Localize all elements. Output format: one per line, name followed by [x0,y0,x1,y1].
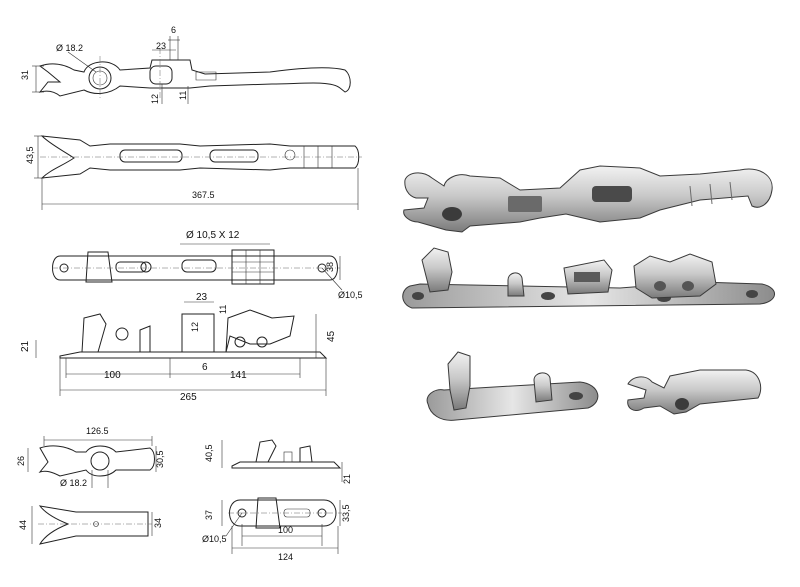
dim-base-hole: Ø10,5 [338,290,363,300]
dim-hook-31: 31 [20,70,30,80]
drawing-base-top: Ø 10,5 X 12 38 Ø10,5 [52,230,363,300]
dim-small-base-top-hole: Ø10,5 [202,534,227,544]
dim-small-base-top-100: 100 [278,525,293,535]
dim-base-side-6: 6 [202,362,208,373]
dim-small-base-top-37: 37 [204,510,214,520]
dim-small-hook-26: 26 [16,456,26,466]
dim-small-base-top-124: 124 [278,552,293,562]
dim-small-base-side-21: 21 [342,474,352,484]
dim-base-side-265: 265 [180,392,197,403]
photo-base-assembly [402,247,775,309]
drawing-small-hook-side: 126.5 26 30,5 Ø 18.2 [16,426,165,488]
dim-base-side-45: 45 [326,330,337,342]
photo-hook-assembly [403,165,773,233]
dim-base-side-23: 23 [196,292,208,303]
dim-hook-top-length: 367.5 [192,190,215,200]
dim-base-side-141: 141 [230,370,247,381]
dim-hook-top-height: 43,5 [25,146,35,164]
dim-base-slot: Ø 10,5 X 12 [186,230,240,241]
photo-small-hook [627,369,762,415]
drawing-small-hook-top: 44 34 [18,505,163,545]
dim-small-hook-top-44: 44 [18,520,28,530]
dim-small-hook-30: 30,5 [155,450,165,468]
dim-base-height: 38 [325,262,335,272]
dim-base-side-21: 21 [20,340,31,352]
dim-small-base-top-33: 33,5 [341,504,351,522]
dim-base-side-100: 100 [104,370,121,381]
dim-small-hook-dia: Ø 18.2 [60,478,87,488]
base-slot [181,259,217,273]
dim-hook-6: 6 [171,25,176,35]
drawing-base-side: 23 12 11 21 45 100 6 141 265 [20,292,337,403]
dim-base-side-12: 12 [190,322,200,332]
dim-small-base-side-40: 40,5 [204,444,214,462]
dim-small-hook-len: 126.5 [86,426,109,436]
drawing-hook-side: Ø 18.2 23 6 31 12 11 [20,25,351,104]
photo-small-base [426,351,599,421]
drawing-small-base-top: 37 33,5 100 124 Ø10,5 [202,497,351,562]
drawing-small-base-side: 40,5 21 [204,439,352,484]
dim-hook-11: 11 [178,91,188,100]
drawing-hook-top: 43,5 367.5 [25,135,362,210]
dim-small-hook-top-34: 34 [153,518,163,528]
dim-hook-12: 12 [150,94,160,104]
dim-base-side-11: 11 [218,305,228,314]
dim-hook-dia: Ø 18.2 [56,43,83,53]
dim-hook-23: 23 [156,41,166,51]
